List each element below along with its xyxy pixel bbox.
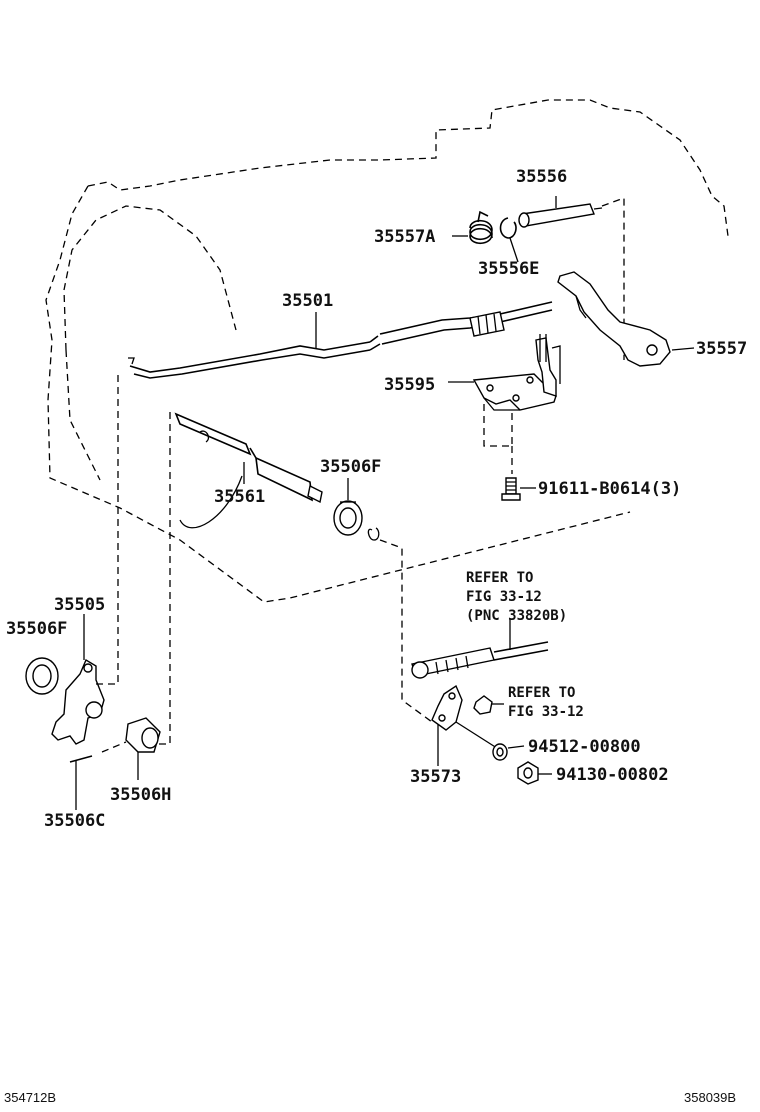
label-35506F-left: 35506F [6,619,67,639]
label-94512: 94512-00800 [528,737,641,757]
transmission-housing-outline [45,99,729,603]
part-35556E-ering [499,217,519,263]
part-35595-bracket [448,334,561,474]
part-nut-refer [473,695,504,715]
part-35573-bracket [431,684,501,766]
label-35501: 35501 [282,291,333,311]
label-35505: 35505 [54,595,105,615]
label-35506C: 35506C [44,811,105,831]
code-bottom-right: 358039B [684,1090,736,1105]
part-35556-pin [518,196,625,360]
part-94512-washer [492,743,525,761]
note-refer2-line2: FIG 33-12 [508,704,584,720]
part-35501-shaft [128,301,553,379]
label-35556: 35556 [516,167,567,187]
part-91611-bolt [501,477,536,501]
label-35557: 35557 [696,339,747,359]
code-bottom-left: 354712B [4,1090,56,1105]
label-35573: 35573 [410,767,461,787]
note-refer1-line3: (PNC 33820B) [466,608,567,624]
cable-end-refer [411,618,549,679]
part-35506H-collar [125,717,161,780]
part-35557-lever [557,271,695,367]
note-refer2-line1: REFER TO [508,685,575,701]
part-35506F-seal-top [333,478,433,723]
part-35506C-pin [69,741,127,810]
label-35556E: 35556E [478,259,539,279]
part-35506F-seal-left [25,657,59,695]
label-94130: 94130-00802 [556,765,669,785]
part-35557A-spring [452,210,493,245]
label-35557A: 35557A [374,227,435,247]
label-35561: 35561 [214,487,265,507]
part-35561-shaft [130,412,323,745]
label-35595: 35595 [384,375,435,395]
part-35505-lever [51,374,119,745]
note-refer1-line1: REFER TO [466,570,533,586]
label-35506F-top: 35506F [320,457,381,477]
label-35506H: 35506H [110,785,171,805]
label-91611: 91611-B0614(3) [538,479,681,499]
part-94130-nut [517,761,552,785]
note-refer1-line2: FIG 33-12 [466,589,542,605]
